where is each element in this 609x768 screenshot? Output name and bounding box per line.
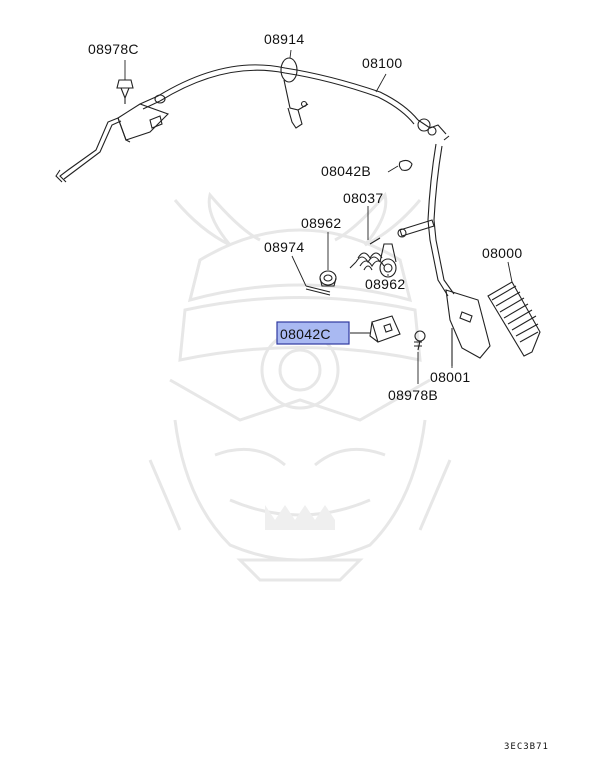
diagram-code: 3EC3B71 [504, 742, 549, 752]
callout-08042b[interactable]: 08042B [321, 163, 371, 179]
callout-08001[interactable]: 08001 [430, 369, 470, 385]
callout-08000[interactable]: 08000 [482, 245, 522, 261]
callout-08962-lower[interactable]: 08962 [365, 276, 405, 292]
bushing-08962-right [379, 243, 397, 278]
samurai-helmet-icon [148, 191, 452, 582]
clamp-08914 [280, 57, 309, 129]
bushing-08962-left [319, 270, 337, 287]
stopper-08042c [369, 315, 401, 343]
pivot-shaft [397, 159, 435, 238]
callout-08978b[interactable]: 08978B [388, 387, 438, 403]
callout-08962-upper[interactable]: 08962 [301, 215, 341, 231]
callout-08100[interactable]: 08100 [362, 55, 402, 71]
callout-08914[interactable]: 08914 [264, 31, 304, 47]
pin-08974 [305, 285, 331, 296]
pedal-arm-08001 [427, 143, 491, 366]
screw-08978b [414, 330, 426, 351]
clip-08978c [116, 79, 134, 104]
pedal-pad-08000 [487, 281, 541, 357]
cable-end-bracket [55, 103, 170, 183]
callout-08042c[interactable]: 08042C [280, 326, 331, 342]
highlight-box-08042c [276, 321, 350, 345]
callout-08978c[interactable]: 08978C [88, 41, 139, 57]
return-spring-08037 [349, 237, 385, 271]
callout-08037[interactable]: 08037 [343, 190, 383, 206]
accelerator-cable [139, 64, 450, 141]
callout-08974[interactable]: 08974 [264, 239, 304, 255]
leader-lines [124, 49, 513, 384]
